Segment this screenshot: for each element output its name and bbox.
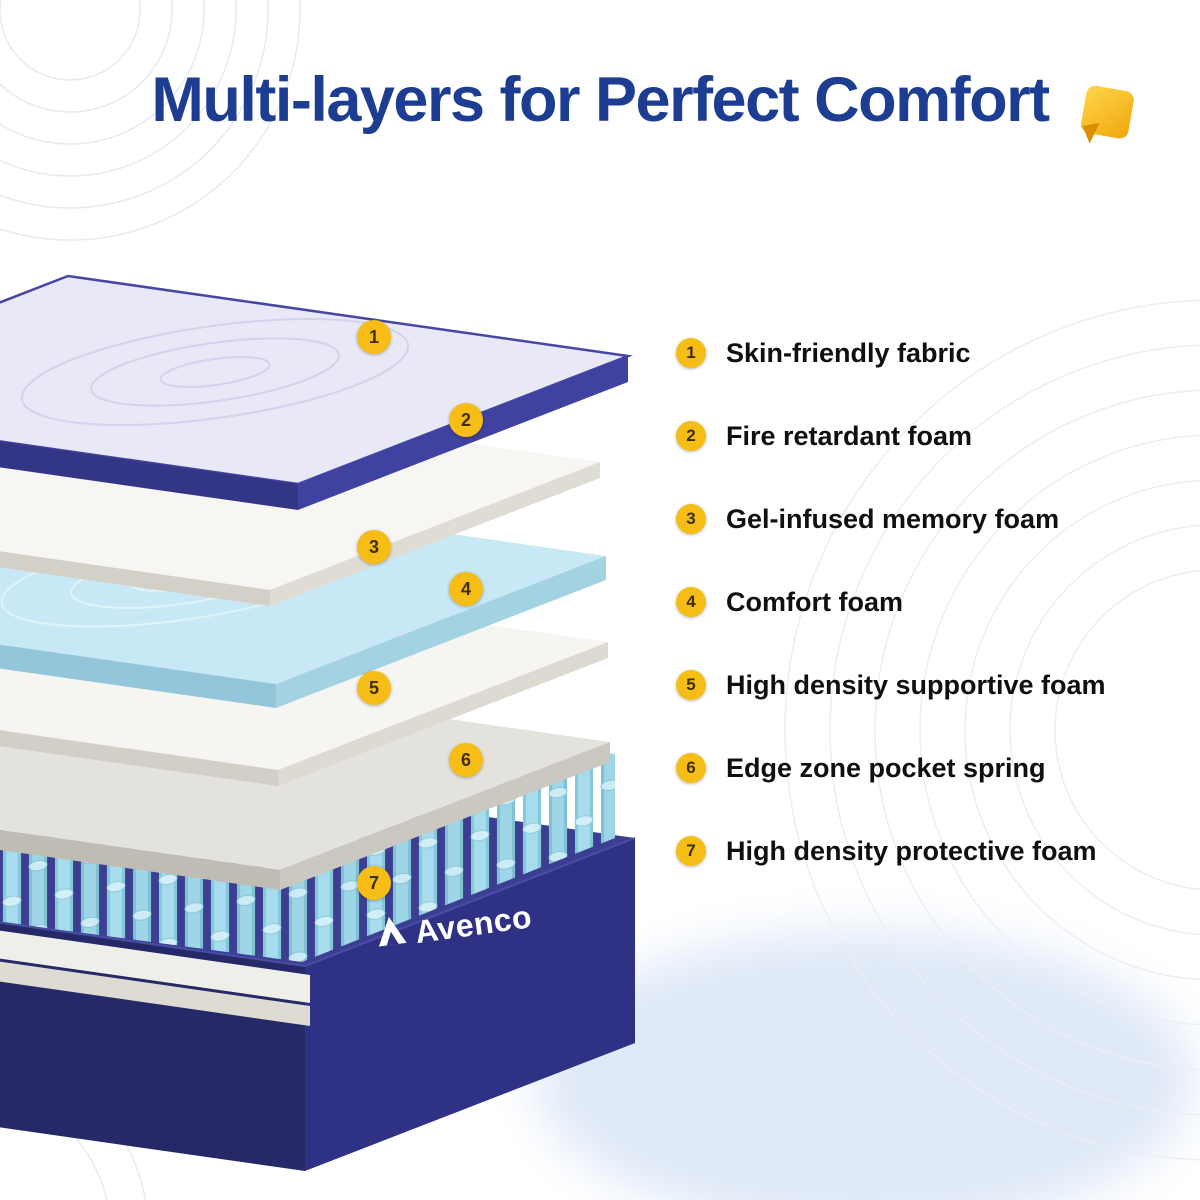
legend-label: Gel-infused memory foam [726, 503, 1060, 534]
fabric-top-layer [0, 274, 633, 510]
legend-number-badge: 7 [676, 836, 706, 866]
legend-label: High density supportive foam [726, 669, 1106, 700]
legend-label: High density protective foam [726, 835, 1097, 866]
layer-callout-4: 4 [449, 572, 483, 606]
blue-blob [535, 930, 1195, 1200]
legend-label: Edge zone pocket spring [726, 752, 1046, 783]
legend-label: Fire retardant foam [726, 420, 973, 451]
legend-label: Comfort foam [726, 586, 903, 617]
legend-item: 4 Comfort foam [676, 587, 1106, 617]
legend-number-badge: 6 [676, 753, 706, 783]
legend-number-badge: 3 [676, 504, 706, 534]
legend-item: 3 Gel-infused memory foam [676, 504, 1106, 534]
legend-label: Skin-friendly fabric [726, 337, 971, 368]
layer-callout-3: 3 [357, 530, 391, 564]
bookmark-icon [1081, 85, 1134, 144]
legend-item: 5 High density supportive foam [676, 670, 1106, 700]
contour-lines-top-left [0, 0, 301, 241]
legend-number-badge: 4 [676, 587, 706, 617]
layer-callout-5: 5 [357, 671, 391, 705]
layer-callout-1: 1 [357, 320, 391, 354]
protective-foam-sheet [0, 930, 310, 1026]
page-title: Multi-layers for Perfect Comfort [151, 65, 1050, 135]
legend: 1 Skin-friendly fabric 2 Fire retardant … [676, 338, 1106, 919]
legend-item: 1 Skin-friendly fabric [676, 338, 1106, 368]
legend-item: 7 High density protective foam [676, 836, 1106, 866]
layer-callout-7: 7 [357, 866, 391, 900]
legend-number-badge: 1 [676, 338, 706, 368]
legend-number-badge: 5 [676, 670, 706, 700]
contour-lines-right [784, 299, 1200, 1161]
layer-callout-2: 2 [449, 403, 483, 437]
legend-item: 2 Fire retardant foam [676, 421, 1106, 451]
layer-callout-6: 6 [449, 743, 483, 777]
legend-item: 6 Edge zone pocket spring [676, 753, 1106, 783]
legend-number-badge: 2 [676, 421, 706, 451]
